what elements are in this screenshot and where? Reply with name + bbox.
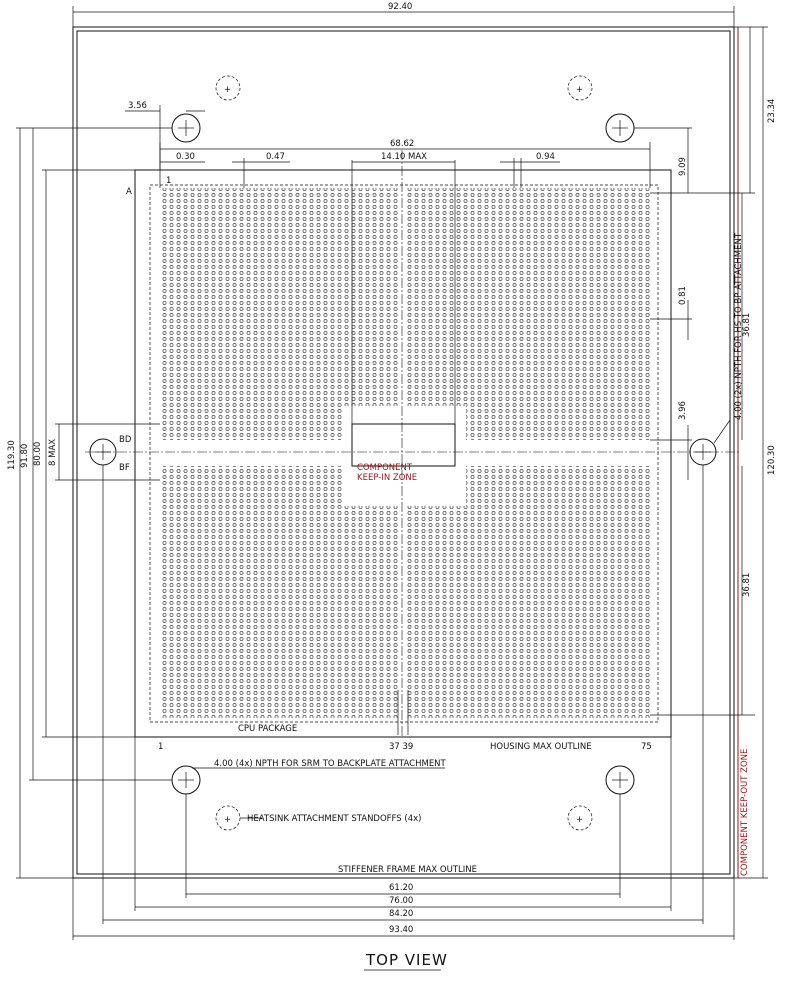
dim-right-top: 23.34 bbox=[767, 99, 777, 123]
dim-left-holes: 91.80 bbox=[20, 444, 30, 468]
dim-left-field: 80.00 bbox=[33, 442, 43, 466]
dim-pin-field-width: 68.62 bbox=[390, 139, 414, 149]
dim-left-keep-in: 8 MAX bbox=[48, 439, 58, 466]
dim-pitch-x: 0.30 bbox=[176, 152, 195, 162]
dim-bottom-holes: 61.20 bbox=[389, 883, 413, 893]
component-keep-in-zone bbox=[351, 423, 456, 467]
dim-right-mid: 3.96 bbox=[678, 401, 688, 420]
pin-field bbox=[160, 188, 651, 718]
standoff-bottom-right bbox=[567, 805, 593, 831]
column-label-top-1: 1 bbox=[166, 176, 171, 186]
row-label-bd: BD bbox=[119, 435, 132, 445]
column-label-75: 75 bbox=[641, 742, 652, 752]
dim-right-upper: 36.81 bbox=[742, 313, 752, 337]
dim-hole-offset: 3.56 bbox=[128, 101, 147, 111]
svg-text:+: + bbox=[224, 85, 231, 95]
heatsink-standoffs: + + + + bbox=[215, 75, 593, 831]
column-label-37-39: 37 39 bbox=[389, 742, 413, 752]
dim-right-small: 9.09 bbox=[678, 157, 688, 176]
dim-right-total: 120.30 bbox=[767, 445, 777, 475]
standoff-top-right bbox=[567, 75, 593, 101]
dim-overall-width: 92.40 bbox=[388, 2, 412, 12]
housing-outline bbox=[134, 169, 672, 738]
keep-out-zone-label: COMPONENT KEEP-OUT ZONE bbox=[740, 749, 750, 876]
stiffener-frame-label: STIFFENER FRAME MAX OUTLINE bbox=[338, 865, 477, 875]
dim-pitch-y-offset: 0.47 bbox=[266, 152, 285, 162]
svg-text:+: + bbox=[576, 85, 583, 95]
dim-bottom-side-holes: 84.20 bbox=[389, 909, 413, 919]
pin-block-upper-left bbox=[160, 188, 398, 440]
svg-text:+: + bbox=[576, 815, 583, 825]
pin-block-lower-left bbox=[160, 466, 398, 718]
row-label-bf: BF bbox=[119, 463, 130, 473]
npth-srm-note: 4.00 (4x) NPTH FOR SRM TO BACKPLATE ATTA… bbox=[214, 759, 447, 769]
npth-hs-note: 4.00 (2x) NPTH FOR HS TO BP ATTACHMENT bbox=[734, 232, 744, 420]
pin-block-upper-right bbox=[405, 188, 651, 440]
pin-block-lower-right bbox=[405, 466, 651, 718]
pin-cutout-lower bbox=[342, 466, 466, 506]
dim-keep-in-width: 14.10 MAX bbox=[381, 152, 427, 162]
standoff-top-left bbox=[215, 75, 241, 101]
dimension-lines bbox=[16, 6, 768, 940]
dim-left-total: 119.30 bbox=[7, 440, 17, 470]
keep-in-note-line1: COMPONENT bbox=[357, 463, 413, 473]
pin-cutout-upper bbox=[342, 406, 466, 440]
column-label-1: 1 bbox=[158, 742, 163, 752]
keep-in-note-line2: KEEP-IN ZONE bbox=[357, 473, 417, 483]
dim-bottom-housing: 76.00 bbox=[389, 896, 413, 906]
stiffener-frame-inner bbox=[76, 30, 731, 875]
dim-pad-spacing: 0.94 bbox=[536, 152, 555, 162]
cpu-package-label: CPU PACKAGE bbox=[238, 724, 297, 734]
housing-outline-label: HOUSING MAX OUTLINE bbox=[490, 742, 592, 752]
view-title: TOP VIEW bbox=[365, 951, 448, 969]
cpu-package-outline bbox=[149, 184, 659, 723]
dim-bottom-total: 93.40 bbox=[389, 925, 413, 935]
dim-right-lower: 36.81 bbox=[742, 573, 752, 597]
row-label-a: A bbox=[126, 187, 132, 197]
stiffener-frame-outer bbox=[72, 26, 735, 879]
dim-right-pitch: 0.81 bbox=[678, 286, 688, 305]
heatsink-standoffs-note: HEATSINK ATTACHMENT STANDOFFS (4x) bbox=[247, 814, 421, 824]
svg-text:+: + bbox=[224, 815, 231, 825]
